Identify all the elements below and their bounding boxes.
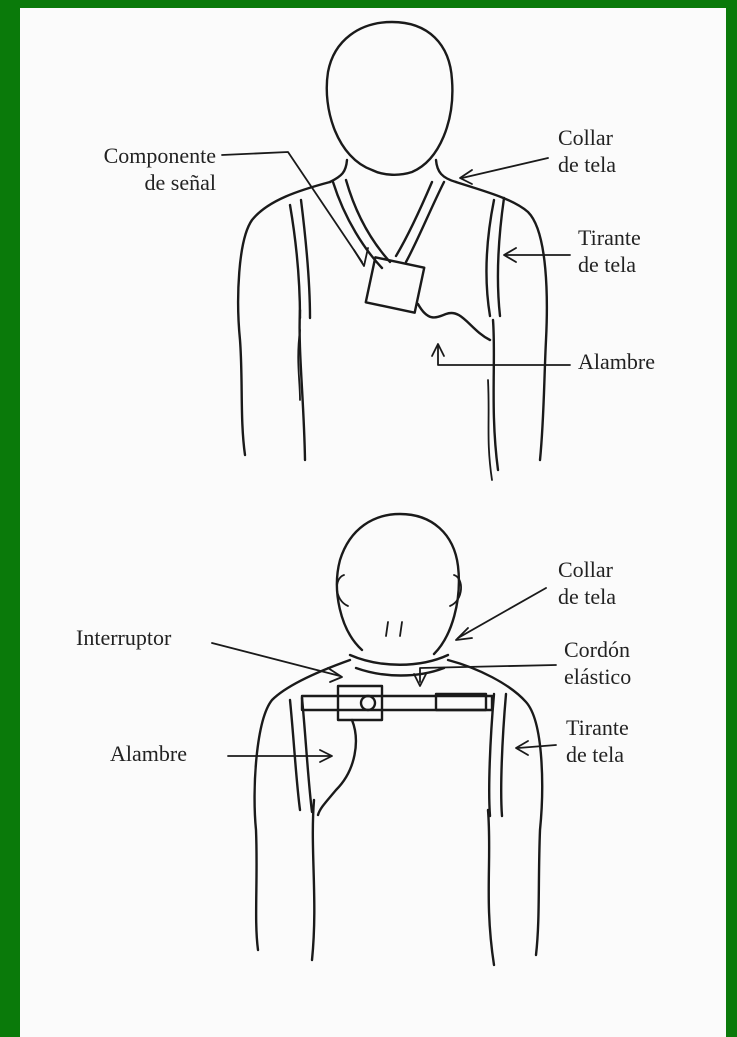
label-bottom-wire: Alambre — [110, 740, 187, 767]
label-elastic-cord-line2: elástico — [564, 663, 631, 690]
label-top-collar: Collar de tela — [558, 124, 616, 178]
top-strap-right — [487, 200, 494, 316]
elastic-cord-bar — [302, 696, 492, 710]
bottom-collar — [350, 655, 448, 665]
top-torso-outline — [238, 182, 330, 455]
label-bottom-strap-line2: de tela — [566, 741, 629, 768]
label-switch-line1: Interruptor — [76, 624, 171, 651]
bottom-strap-right — [489, 694, 494, 816]
label-bottom-collar-line1: Collar — [558, 556, 616, 583]
bottom-figure-back-view — [255, 514, 543, 965]
label-top-collar-line1: Collar — [558, 124, 616, 151]
label-top-wire-line1: Alambre — [578, 348, 655, 375]
label-signal-component-line2: de señal — [56, 169, 216, 196]
label-top-strap-line1: Tirante — [578, 224, 641, 251]
signal-component-box — [366, 257, 424, 312]
label-signal-component-line1: Componente — [56, 142, 216, 169]
top-figure-front-view — [238, 22, 547, 480]
top-arrows — [222, 152, 570, 365]
bottom-strap-left — [290, 700, 300, 810]
label-signal-component: Componente de señal — [56, 142, 216, 196]
label-top-strap-line2: de tela — [578, 251, 641, 278]
label-bottom-strap-line1: Tirante — [566, 714, 629, 741]
bottom-head — [337, 514, 459, 654]
label-top-strap: Tirante de tela — [578, 224, 641, 278]
top-strap-left — [290, 205, 300, 318]
label-top-wire: Alambre — [578, 348, 655, 375]
label-elastic-cord-line1: Cordón — [564, 636, 631, 663]
label-bottom-collar-line2: de tela — [558, 583, 616, 610]
label-top-collar-line2: de tela — [558, 151, 616, 178]
label-elastic-cord: Cordón elástico — [564, 636, 631, 690]
label-bottom-strap: Tirante de tela — [566, 714, 629, 768]
label-bottom-collar: Collar de tela — [558, 556, 616, 610]
top-wire — [418, 304, 490, 340]
top-head — [327, 22, 453, 175]
label-switch: Interruptor — [76, 624, 171, 651]
bottom-wire — [318, 720, 356, 815]
label-bottom-wire-line1: Alambre — [110, 740, 187, 767]
